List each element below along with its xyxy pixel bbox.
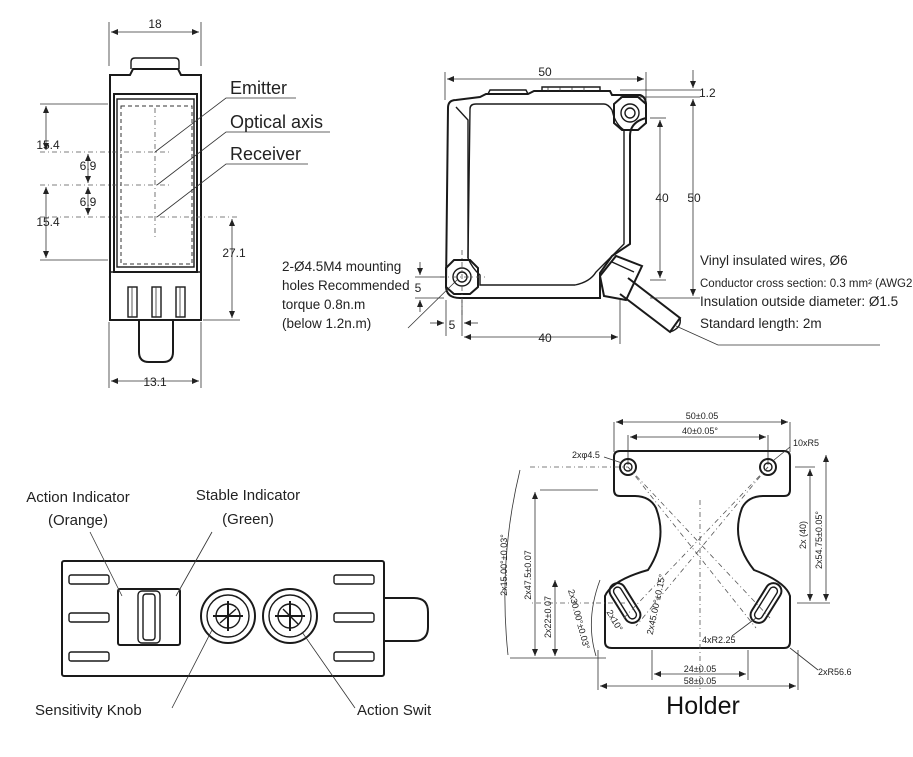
dim-holder-58: 58±0.05 — [684, 676, 716, 686]
indicator-panel — [117, 588, 181, 646]
wire-note-line2: Conductor cross section: 0.3 mm² (AWG26) — [700, 278, 913, 290]
holder-title: Holder — [666, 692, 740, 720]
mount-hole-bottom — [445, 259, 479, 295]
mount-note-line1: 2-Ø4.5M4 mounting — [282, 259, 401, 274]
pin-slot — [175, 286, 186, 318]
holder-slot-left — [608, 582, 642, 624]
pin-slot — [127, 286, 138, 318]
dim-upper-15-4: 15.4 — [36, 138, 60, 152]
label-stable-indicator: Stable Indicator — [196, 487, 300, 504]
dim-6-9-a: 6.9 — [80, 159, 97, 173]
dim-step-1-2: 1.2 — [699, 86, 716, 100]
dim-holder-40: 40±0.05° — [682, 426, 718, 436]
dim-holder-45: 2x45.00°±0.15° — [645, 573, 668, 636]
dim-outer-50: 50 — [687, 191, 701, 205]
mount-note-line4: (below 1.2n.m) — [282, 316, 371, 331]
label-optical-axis: Optical axis — [230, 112, 323, 132]
dim-hole-5-h: 5 — [449, 318, 456, 332]
label-action-indicator-color: (Orange) — [48, 512, 108, 529]
dim-holder-22: 2x22±0.07 — [543, 596, 553, 638]
cable-stub — [138, 320, 174, 363]
dim-holder-r56-6: 2xR56.6 — [818, 667, 852, 677]
lens-window — [113, 93, 198, 273]
rear-cable-stub — [384, 597, 429, 642]
cable — [619, 277, 682, 334]
holder-hole-left — [619, 458, 637, 476]
action-switch[interactable] — [262, 588, 318, 644]
wire-note-line1: Vinyl insulated wires, Ø6 — [700, 253, 848, 268]
dim-holder-15: 2x15.00°±0.03° — [499, 534, 509, 596]
pin-slot — [151, 286, 162, 318]
mount-note-line3: torque 0.8n.m — [282, 297, 365, 312]
label-stable-indicator-color: (Green) — [222, 511, 274, 528]
dim-holder-50: 50±0.05 — [686, 411, 718, 421]
dim-holder-hole-dia: 2xφ4.5 — [572, 450, 600, 460]
holder-outline — [604, 450, 791, 649]
holder-view: 50±0.05 40±0.05° — [499, 411, 852, 720]
label-receiver: Receiver — [230, 144, 301, 164]
front-view: 18 15.4 15.4 6.9 6.9 — [36, 17, 330, 389]
sensor-body-front — [109, 68, 202, 321]
label-emitter: Emitter — [230, 78, 287, 98]
dim-lower-15-4: 15.4 — [36, 215, 60, 229]
label-action-switch: Action Swit — [357, 702, 432, 719]
wire-note-line4: Standard length: 2m — [700, 316, 822, 331]
dim-hole-5-v: 5 — [415, 281, 422, 295]
dim-6-9-b: 6.9 — [80, 195, 97, 209]
wire-note-line3: Insulation outside diameter: Ø1.5 — [700, 294, 898, 309]
dim-bottom-40: 40 — [538, 331, 552, 345]
dim-top-50: 50 — [538, 65, 552, 79]
dim-inner-40: 40 — [655, 191, 669, 205]
sensitivity-knob[interactable] — [200, 588, 256, 644]
dim-holder-30: 2x30.00°±0.03° — [566, 588, 592, 651]
dim-holder-r2-25: 4xR2.25 — [702, 635, 736, 645]
dim-holder-24: 24±0.05 — [684, 664, 716, 674]
indicator-lens — [137, 590, 161, 644]
holder-slot-right — [749, 582, 783, 624]
dim-holder-54-75: 2x54.75±0.05° — [814, 511, 824, 569]
rear-view: Action Indicator (Orange) Stable Indicat… — [26, 487, 432, 719]
label-sensitivity-knob: Sensitivity Knob — [35, 702, 142, 719]
mount-note-line2: holes Recommended — [282, 278, 410, 293]
dim-holder-40-paren: 2x (40) — [798, 521, 808, 549]
dim-13-1: 13.1 — [143, 375, 167, 389]
holder-hole-right — [759, 458, 777, 476]
mount-hole-top — [613, 96, 647, 131]
dim-width-18: 18 — [148, 17, 162, 31]
sensor-body-rear — [61, 560, 385, 677]
side-view: 50 1.2 40 — [282, 65, 913, 346]
dim-holder-47-5: 2x47.5±0.07 — [523, 550, 533, 599]
dim-27-1: 27.1 — [222, 246, 246, 260]
label-action-indicator: Action Indicator — [26, 489, 129, 506]
dim-holder-r5: 10xR5 — [793, 438, 819, 448]
